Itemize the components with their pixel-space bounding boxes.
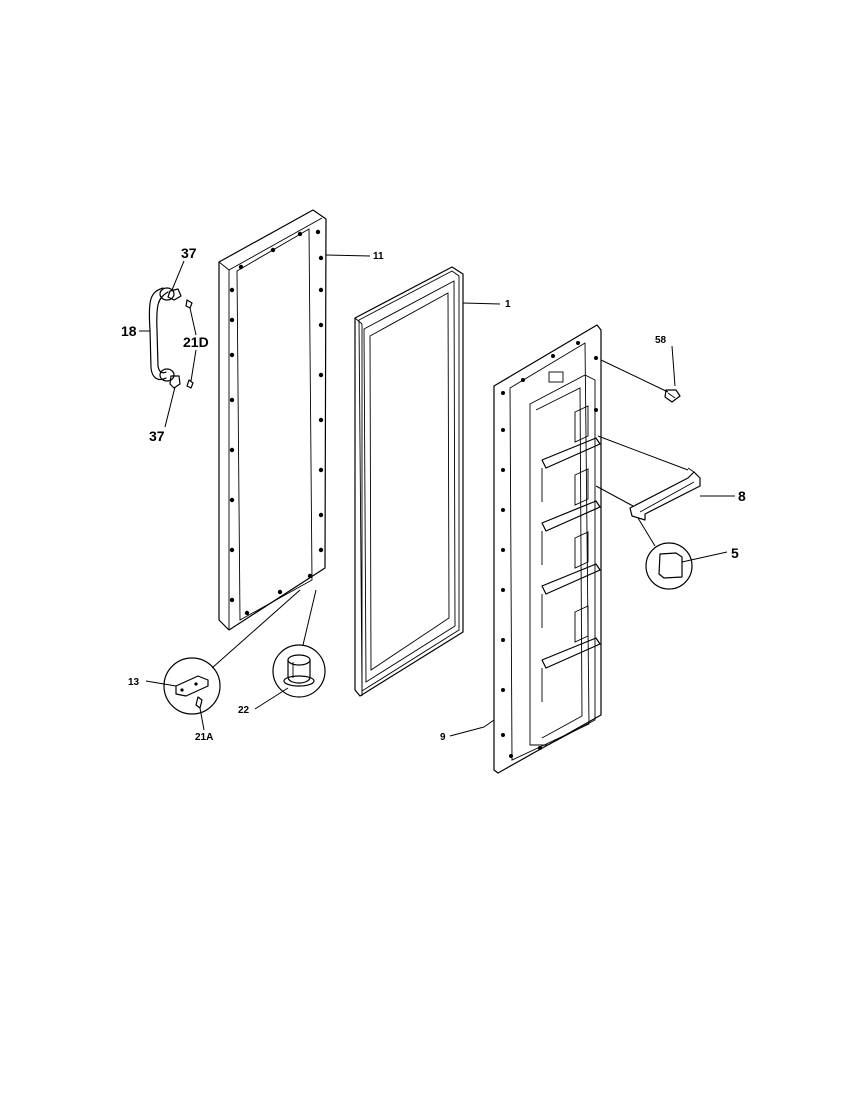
mounting-hole (315, 229, 321, 235)
callout-11: 11 (373, 251, 384, 262)
mounting-hole (318, 467, 324, 473)
callout-37-bottom: 37 (149, 428, 165, 444)
mounting-hole (501, 508, 505, 512)
mounting-hole (229, 287, 235, 293)
handle-cap-part-37-bottom (169, 375, 181, 389)
door-bin-shelf (541, 437, 601, 469)
door-frame-part-11 (218, 209, 327, 631)
mounting-hole (521, 378, 525, 382)
door-liner-part-9 (493, 324, 602, 774)
callout-21d: 21D (183, 334, 209, 350)
callout-37-top: 37 (181, 245, 197, 261)
door-bin-shelf (541, 637, 601, 669)
mounting-hole (229, 497, 235, 503)
mounting-hole (501, 391, 505, 395)
mounting-hole (318, 287, 324, 293)
mounting-hole (318, 417, 324, 423)
mounting-hole (297, 231, 303, 237)
callout-21a: 21A (195, 732, 213, 743)
mounting-hole (501, 733, 505, 737)
mounting-hole (501, 638, 505, 642)
mounting-hole (318, 512, 324, 518)
mounting-hole (501, 588, 505, 592)
mounting-hole (501, 548, 505, 552)
callout-9: 9 (440, 732, 446, 743)
mounting-hole (229, 547, 235, 553)
mounting-hole (270, 247, 276, 253)
mounting-hole (277, 589, 283, 595)
screw-part-21d-bottom (186, 379, 194, 389)
mounting-hole (594, 408, 598, 412)
mounting-hole (594, 356, 598, 360)
shelf-rail-part-8 (629, 467, 701, 521)
door-bin-bracket (574, 405, 589, 443)
mounting-hole (551, 354, 555, 358)
hinge-bracket-detail-part-13 (163, 657, 221, 715)
door-bushing-detail-part-22 (272, 644, 326, 698)
door-bin-bracket (574, 531, 589, 569)
callout-1: 1 (505, 299, 511, 310)
callout-5: 5 (731, 545, 739, 561)
mounting-hole (318, 255, 324, 261)
screw-part-58 (664, 389, 681, 403)
mounting-hole (229, 352, 235, 358)
handle-cap-part-37-top (167, 288, 182, 301)
mounting-hole (238, 264, 244, 270)
mounting-hole (318, 547, 324, 553)
door-bin-bracket (574, 605, 589, 643)
mounting-hole (509, 754, 513, 758)
callout-13: 13 (128, 677, 140, 688)
mounting-hole (576, 341, 580, 345)
callout-18: 18 (121, 323, 137, 339)
callout-8: 8 (738, 488, 746, 504)
mounting-hole (501, 428, 505, 432)
mounting-hole (229, 597, 235, 603)
callout-22: 22 (238, 705, 250, 716)
mounting-hole (229, 317, 235, 323)
mounting-hole (501, 468, 505, 472)
mounting-hole (538, 746, 542, 750)
door-bin-bracket (574, 468, 589, 506)
mounting-hole (307, 573, 313, 579)
mounting-hole (318, 322, 324, 328)
end-cap-detail-part-5 (645, 542, 693, 590)
mounting-hole (244, 610, 250, 616)
mounting-hole (229, 447, 235, 453)
screw-part-21d-top (185, 299, 193, 309)
mounting-hole (229, 397, 235, 403)
door-bin-shelf (541, 563, 601, 595)
door-bin-shelf (541, 500, 601, 532)
door-handle-part-18 (148, 287, 175, 382)
callout-58: 58 (655, 335, 667, 346)
mounting-hole (501, 688, 505, 692)
door-gasket-part-1 (354, 266, 464, 697)
mounting-hole (318, 372, 324, 378)
